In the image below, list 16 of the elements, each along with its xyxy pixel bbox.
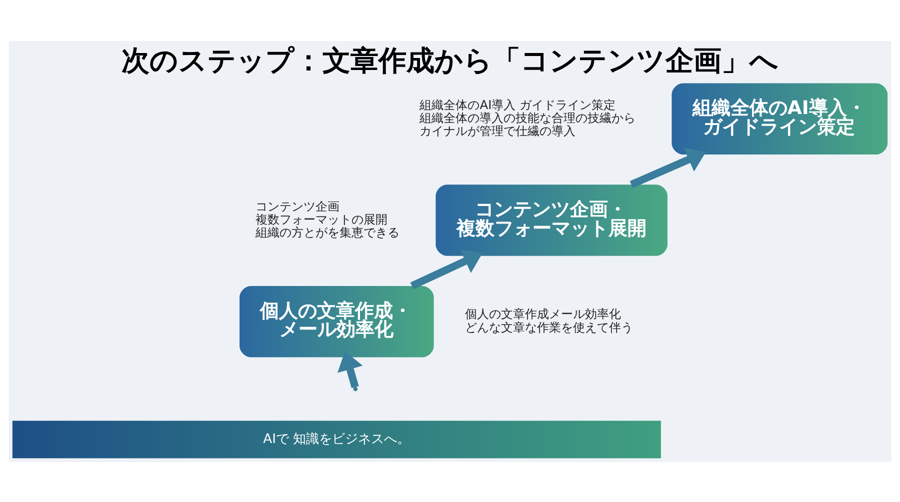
node-label: 組織全体の導入の技能な合理の技繊から xyxy=(420,110,636,125)
node-label: どんな文章な作業を使えて伴う xyxy=(464,320,633,334)
node-label: 組織の方とがを集恵できる xyxy=(256,225,400,240)
node-box: コンテンツ企画・複数フォーマット展開 xyxy=(436,184,668,256)
arrow xyxy=(630,146,706,188)
label: AIで 知識をビジネスへ。 xyxy=(263,431,410,446)
node-box: 組織全体のAI導入・ガイドライン策定 xyxy=(672,82,888,154)
node-label: 組織全体のAI導入 ガイドライン策定 xyxy=(420,97,616,112)
node-label: 個人の文章作成メール効率化 xyxy=(464,306,621,321)
diagram-title: 次のステップ：文章作成から「コンテンツ企画」へ xyxy=(122,44,779,77)
node-box: 個人の文章作成・メール効率化 xyxy=(240,285,434,357)
arrow xyxy=(337,350,363,388)
arrow xyxy=(410,248,482,289)
node-label: コンテンツ企画 xyxy=(256,198,340,213)
node-label: カイナルが管理で仕繊の導入 xyxy=(420,124,576,138)
node-label: 複数フォーマットの展開 xyxy=(256,212,388,226)
